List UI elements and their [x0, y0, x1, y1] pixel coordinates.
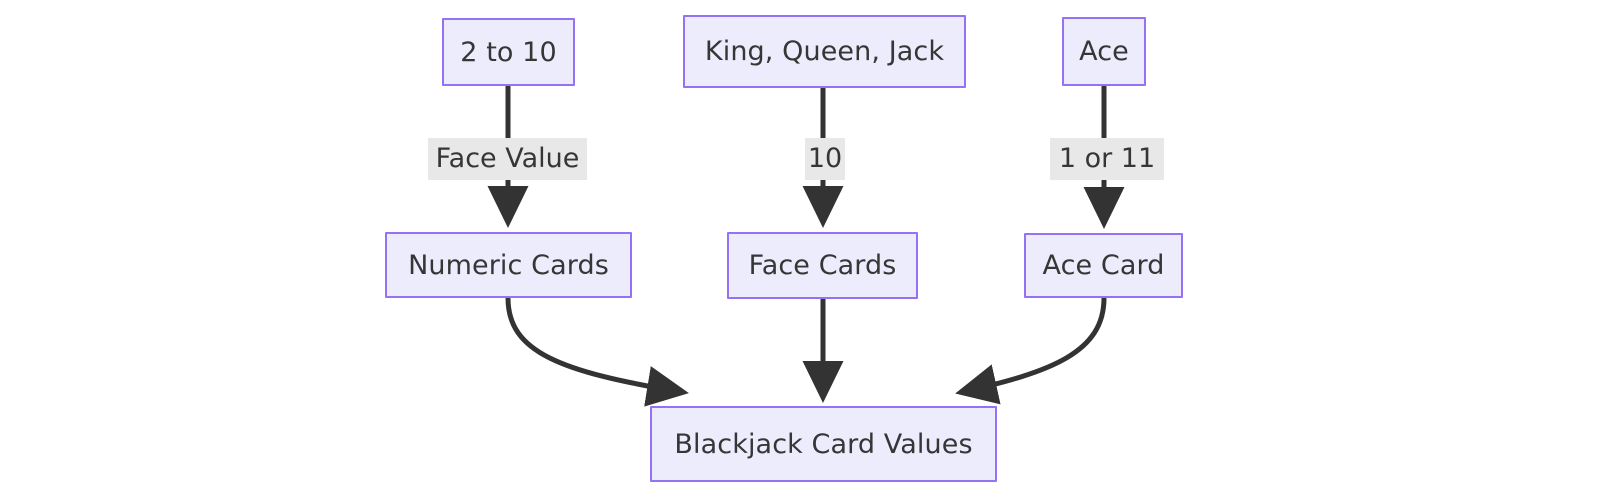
- edge-label-one-or-eleven: 1 or 11: [1050, 138, 1164, 180]
- node-face-cards[interactable]: Face Cards: [727, 232, 918, 299]
- node-ace[interactable]: Ace: [1062, 17, 1146, 86]
- node-label: King, Queen, Jack: [704, 36, 945, 67]
- edge-line-numeric-blackjack: [505, 297, 689, 407]
- node-king-queen-jack[interactable]: King, Queen, Jack: [683, 15, 966, 88]
- node-label: Ace Card: [1042, 250, 1165, 281]
- node-label: Blackjack Card Values: [674, 428, 973, 460]
- edge-label-text: 1 or 11: [1058, 142, 1156, 174]
- node-label: Ace: [1079, 36, 1129, 67]
- edge-line-acecard-blackjack: [955, 297, 1107, 405]
- edge-label-text: Face Value: [435, 142, 580, 174]
- edge-label-ten: 10: [805, 138, 845, 180]
- edge-label-face-value: Face Value: [428, 138, 587, 180]
- node-label: Face Cards: [748, 250, 897, 281]
- node-blackjack-card-values[interactable]: Blackjack Card Values: [650, 406, 997, 482]
- node-ace-card[interactable]: Ace Card: [1024, 233, 1183, 298]
- node-label: 2 to 10: [460, 36, 557, 68]
- node-2-to-10[interactable]: 2 to 10: [442, 18, 575, 86]
- node-label: Numeric Cards: [408, 249, 609, 281]
- node-numeric-cards[interactable]: Numeric Cards: [385, 232, 632, 298]
- edge-label-text: 10: [807, 142, 843, 174]
